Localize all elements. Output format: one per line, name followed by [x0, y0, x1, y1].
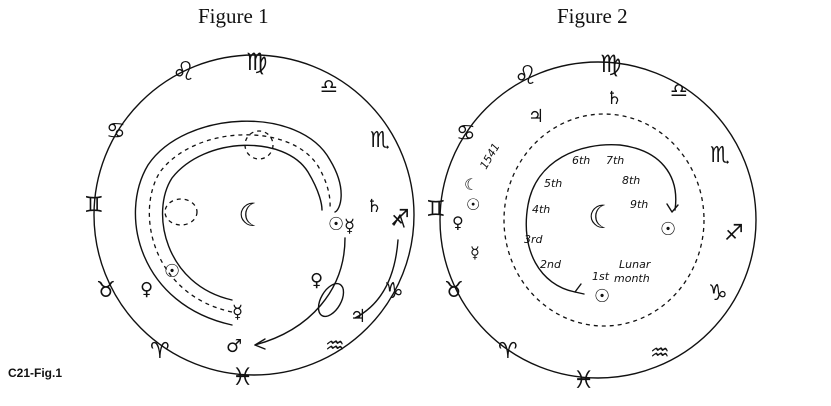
fig2-cancer-icon: ♋ [456, 121, 476, 146]
fig2-sun-icon: ☉ [660, 219, 676, 240]
fig2-moon-icon: ☾ [464, 175, 478, 194]
fig1-aries-icon: ♈ [150, 339, 170, 364]
fig2-sagittarius-icon: ♐ [724, 221, 744, 246]
fig2-lunar-label: Lunar [619, 258, 652, 271]
fig2-moon-path-arrow [574, 283, 585, 295]
fig1-sun-icon-left: ☉ [164, 261, 180, 282]
fig1-jupiter-loop [317, 282, 345, 318]
fig1-scorpio-icon: ♏ [370, 128, 390, 153]
fig1-pisces-icon: ♓ [232, 363, 254, 391]
fig1-jupiter-icon: ♃ [350, 306, 366, 327]
fig1-outer-orbit [134, 120, 342, 326]
fig1-arrowhead-mars [254, 338, 266, 350]
fig2-month-1st: 1st [592, 270, 610, 283]
fig2-aries-icon: ♈ [498, 339, 518, 364]
fig1-center-moon-icon: ☾ [238, 196, 267, 234]
fig2-virgo-icon: ♍ [600, 50, 622, 78]
figure-2-title: Figure 2 [557, 4, 628, 28]
fig1-dashed-orbit [148, 134, 331, 313]
fig2-lunar-orbit [503, 113, 705, 327]
fig1-ghost-circle-top [244, 130, 274, 160]
fig2-capricorn-icon: ♑ [708, 281, 728, 306]
fig2-venus-icon: ♀ [452, 213, 464, 232]
fig2-year-label: 1541 [477, 141, 502, 172]
fig1-inner-orbit [161, 144, 323, 301]
fig1-taurus-icon: ♉ [96, 278, 116, 303]
fig2-scorpio-icon: ♏ [710, 143, 730, 168]
fig2-month-3rd: 3rd [524, 233, 544, 246]
fig2-month-5th: 5th [544, 177, 562, 190]
figure-2 [439, 61, 757, 379]
fig2-saturn-icon: ♄ [606, 88, 622, 109]
fig2-month-4th: 4th [532, 203, 550, 216]
fig2-mercury-icon: ☿ [470, 243, 480, 262]
fig2-month-2nd: 2nd [540, 258, 562, 271]
fig1-gemini-icon: ♊ [84, 193, 104, 218]
fig2-gemini-icon: ♊ [426, 197, 446, 222]
figure-1-title: Figure 1 [198, 4, 269, 28]
fig2-pisces-icon: ♓ [573, 366, 595, 394]
fig1-mars-icon: ♂ [226, 336, 242, 357]
fig2-month-7th: 7th [606, 154, 624, 167]
fig2-aquarius-icon: ♒ [650, 341, 670, 366]
fig1-libra-icon: ♎ [320, 74, 338, 98]
fig1-arrow-right [354, 239, 399, 319]
fig2-sun-icon-bottom: ☉ [594, 286, 610, 307]
fig1-zodiac-ring [93, 54, 415, 376]
fig2-taurus-icon: ♉ [444, 278, 464, 303]
fig1-aquarius-icon: ♒ [325, 334, 345, 359]
fig2-center-moon-icon: ☾ [588, 198, 617, 236]
figure-1 [93, 54, 415, 376]
fig1-mercury-icon-bottom: ☿ [232, 302, 243, 323]
fig2-sun-icon-left: ☉ [466, 195, 480, 214]
fig1-arrow-sag [393, 214, 405, 228]
fig1-arrow-to-mars [254, 237, 346, 346]
fig2-leo-icon: ♌ [514, 61, 537, 91]
fig1-sun-icon: ☉ [328, 214, 344, 235]
fig2-zodiac-ring [439, 61, 757, 379]
fig1-venus-icon-left: ♀ [140, 279, 153, 300]
fig1-ghost-circle-left [164, 198, 198, 226]
figure-caption: C21-Fig.1 [8, 366, 63, 380]
fig2-month-label: month [614, 272, 650, 285]
fig1-venus-icon-right: ♀ [310, 270, 323, 291]
fig1-capricorn-icon: ♑ [384, 279, 404, 304]
fig1-saturn-icon: ♄ [366, 196, 382, 217]
fig1-sagittarius-icon: ♐ [390, 206, 410, 231]
fig2-moon-path [525, 143, 677, 293]
fig2-moon-path-end-arrow [666, 203, 679, 213]
fig1-mercury-icon-right: ☿ [344, 216, 355, 237]
fig2-month-9th: 9th [630, 198, 648, 211]
fig2-month-6th: 6th [572, 154, 590, 167]
fig2-month-8th: 8th [622, 174, 640, 187]
fig1-leo-icon: ♌ [172, 57, 195, 87]
fig2-libra-icon: ♎ [670, 78, 688, 102]
fig2-jupiter-icon: ♃ [528, 106, 544, 127]
fig1-virgo-icon: ♍ [246, 48, 268, 76]
fig1-cancer-icon: ♋ [106, 119, 126, 144]
